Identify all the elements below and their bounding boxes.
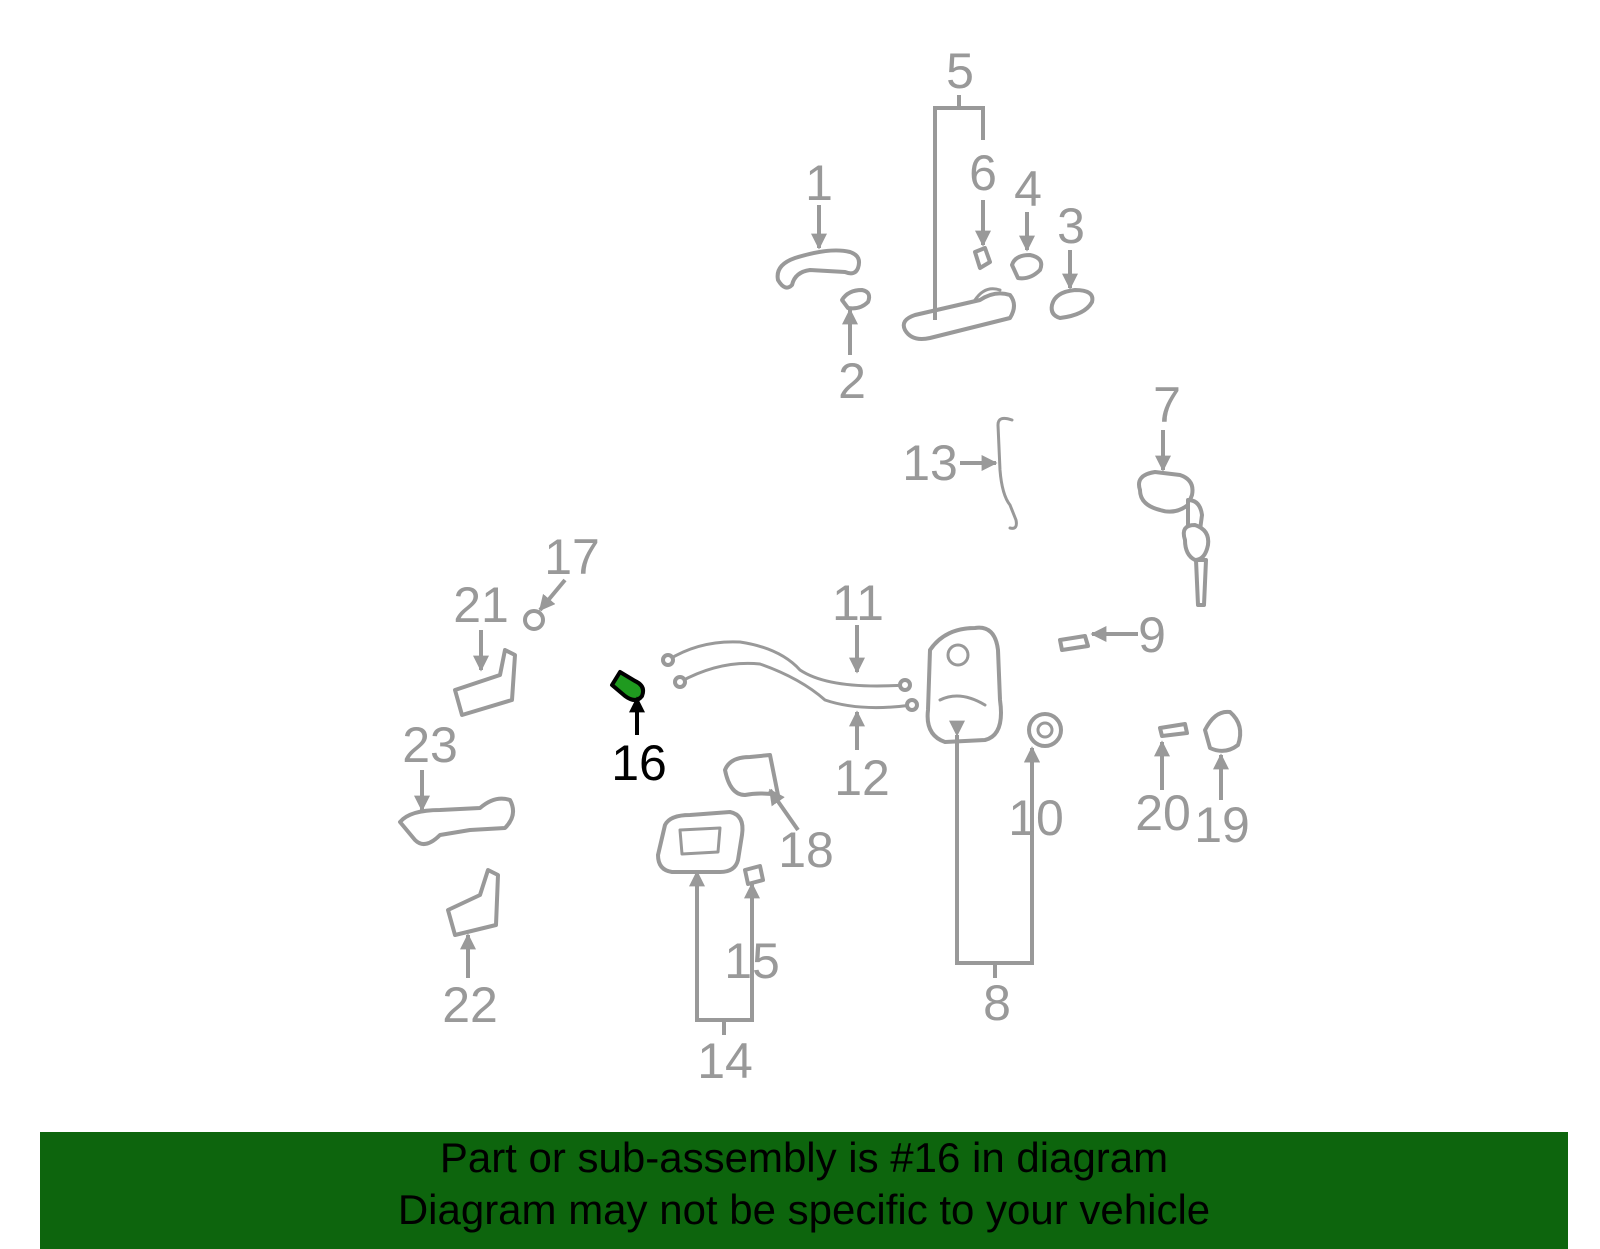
part-20-bolt <box>1158 722 1189 738</box>
callout-10: 10 <box>1008 790 1064 846</box>
callout-11: 11 <box>832 575 884 631</box>
callout-numbers: 1 2 3 4 5 6 7 8 9 10 11 12 13 14 15 16 1… <box>402 43 1250 1089</box>
part-23-door-check <box>398 796 516 846</box>
banner-line-1: Part or sub-assembly is #16 in diagram <box>439 1134 1169 1181</box>
part-13-rod <box>996 416 1018 530</box>
part-1-outside-handle <box>775 248 861 290</box>
part-2-handle-pad <box>840 288 872 311</box>
callout-23: 23 <box>402 717 458 773</box>
callout-22: 22 <box>442 977 498 1033</box>
callout-7: 7 <box>1153 377 1181 433</box>
callout-13: 13 <box>902 435 958 491</box>
part-8-lock-assembly <box>925 625 1003 744</box>
part-15-screw <box>743 864 765 886</box>
callout-9: 9 <box>1138 607 1166 663</box>
callout-19: 19 <box>1194 797 1250 853</box>
callout-16: 16 <box>611 735 667 791</box>
callout-18: 18 <box>778 822 834 878</box>
part-9-bolt <box>1058 634 1090 652</box>
part-21-upper-hinge <box>453 648 517 717</box>
callout-20: 20 <box>1135 785 1191 841</box>
part-5-handle-frame <box>901 287 1016 341</box>
callout-12: 12 <box>834 750 890 806</box>
callout-15: 15 <box>724 933 780 989</box>
leader-lines <box>414 95 1229 1035</box>
part-14-inside-handle <box>656 810 745 874</box>
callout-17: 17 <box>544 529 600 585</box>
part-3-gasket <box>1049 288 1095 320</box>
part-19-striker <box>1203 709 1243 753</box>
part-17-plug <box>523 609 545 631</box>
callout-3: 3 <box>1057 198 1085 254</box>
part-22-lower-hinge <box>446 868 500 937</box>
banner-line-2: Diagram may not be specific to your vehi… <box>397 1186 1211 1233</box>
callout-21: 21 <box>453 577 509 633</box>
callout-6: 6 <box>969 145 997 201</box>
part-11-12-cables <box>661 640 919 712</box>
part-10-grommet <box>1027 712 1063 748</box>
part-18-bezel <box>723 753 780 797</box>
callout-14: 14 <box>697 1033 753 1089</box>
part-16-bolt-highlighted <box>610 670 646 702</box>
callout-2: 2 <box>838 353 866 409</box>
part-4-cap <box>1010 253 1044 281</box>
callout-8: 8 <box>983 975 1011 1031</box>
part-6-clip <box>973 246 992 270</box>
info-banner: Part or sub-assembly is #16 in diagram D… <box>40 1132 1568 1249</box>
callout-5: 5 <box>946 43 974 99</box>
callout-1: 1 <box>805 155 833 211</box>
part-7-cylinder-and-key <box>1137 470 1211 607</box>
callout-4: 4 <box>1014 161 1042 217</box>
